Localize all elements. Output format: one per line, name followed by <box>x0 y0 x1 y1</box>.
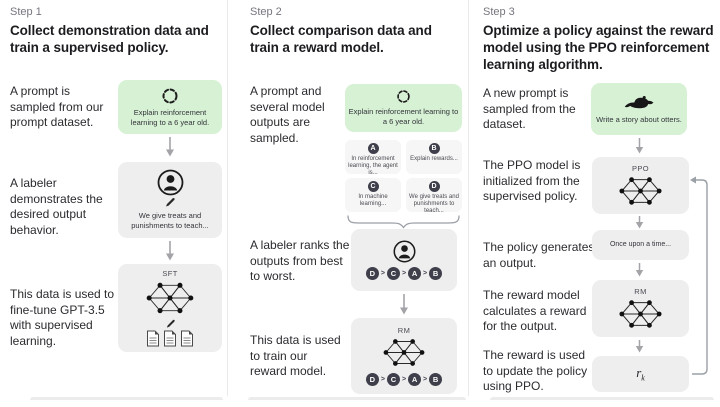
labeler-icon <box>157 169 184 196</box>
neural-network-icon <box>381 336 427 369</box>
step2-title: Collect comparison data and train a rewa… <box>250 23 432 56</box>
step2-ranking-box: D > C > A > B <box>351 229 457 291</box>
pencil-icon <box>164 196 176 208</box>
next-row-card-edge <box>248 397 466 400</box>
down-arrow-icon <box>164 137 176 157</box>
step2-label: Step 2 <box>250 6 282 18</box>
neural-network-icon <box>617 297 664 331</box>
rank-letter: C <box>386 267 400 280</box>
step3-ppo-box: PPO <box>592 157 689 214</box>
feedback-loop-arrow-icon <box>686 168 713 380</box>
step3-label: Step 3 <box>483 6 515 18</box>
step2-rm-box: RM D > <box>351 318 457 394</box>
step3-title: Optimize a policy against the reward mod… <box>483 23 714 73</box>
down-arrow-icon <box>634 216 645 229</box>
rank-letter: D <box>365 267 379 280</box>
rank-letter: B <box>429 267 443 280</box>
step1-caption-finetune: This data is used to fine-tune GPT-3.5 w… <box>10 287 115 348</box>
step1-caption-labeler: A labeler demonstrates the desired outpu… <box>10 176 103 237</box>
rank-separator: > <box>401 376 407 383</box>
output-card-a: A In reinforcement learning, the agent i… <box>345 140 401 176</box>
document-icon <box>146 330 160 347</box>
reward-symbol: rk <box>636 365 645 383</box>
step3-caption-init: The PPO model is initialized from the su… <box>483 158 581 204</box>
sft-label: SFT <box>162 269 178 278</box>
step1-prompt-text: Explain reinforcement learning to a 6 ye… <box>130 107 210 127</box>
step3-rm-box: RM <box>592 280 689 337</box>
step1-title: Collect demonstration data and train a s… <box>10 23 209 56</box>
step3-caption-update: The reward is used to update the policy … <box>483 348 588 394</box>
rank-letter: D <box>365 373 379 386</box>
step1-sft-box: SFT <box>118 264 222 352</box>
step3-caption-reward-calc: The reward model calculates a reward for… <box>483 288 587 334</box>
rank-letter: A <box>408 267 422 280</box>
step2-caption-sampled: A prompt and several model outputs are s… <box>250 84 325 145</box>
neural-network-icon <box>144 279 196 317</box>
neural-network-icon <box>617 174 664 208</box>
output-card-b: B Explain rewards... <box>406 140 462 174</box>
document-icon <box>163 330 177 347</box>
pencil-icon <box>165 318 176 329</box>
rm-label: RM <box>634 286 647 296</box>
sampling-icon <box>161 87 179 105</box>
labeler-icon <box>393 240 416 263</box>
rank-letter: A <box>408 373 422 386</box>
output-letter-badge: C <box>367 181 379 192</box>
output-letter-badge: A <box>367 143 379 154</box>
ranking-row: D > C > A > B <box>365 373 443 386</box>
step3-prompt-text: Write a story about otters. <box>596 115 682 125</box>
output-text: In reinforcement learning, the agent is.… <box>348 156 398 176</box>
rank-separator: > <box>423 376 428 383</box>
otter-icon <box>622 93 656 112</box>
step3-caption-new-prompt: A new prompt is sampled from the dataset… <box>483 86 576 132</box>
column-divider <box>227 0 228 396</box>
rm-label: RM <box>397 326 411 335</box>
step2-prompt-box: Explain reinforcement learning to a 6 ye… <box>345 84 462 132</box>
step1-label: Step 1 <box>10 6 42 18</box>
step1-caption-prompt: A prompt is sampled from our prompt data… <box>10 84 104 130</box>
down-arrow-icon <box>634 340 645 353</box>
rank-separator: > <box>423 270 428 277</box>
step1-prompt-box: Explain reinforcement learning to a 6 ye… <box>118 80 222 134</box>
rank-letter: C <box>386 373 400 386</box>
step2-caption-train: This data is used to train our reward mo… <box>250 333 341 379</box>
document-icon <box>180 330 194 347</box>
column-divider <box>468 0 469 396</box>
output-letter-badge: B <box>428 143 440 154</box>
rank-separator: > <box>380 270 385 277</box>
down-arrow-icon <box>634 138 645 154</box>
down-arrow-icon <box>164 241 176 261</box>
down-arrow-icon <box>398 294 410 315</box>
step3-prompt-box: Write a story about otters. <box>591 83 687 135</box>
step1-labeler-box: We give treats and punishments to teach.… <box>118 162 222 238</box>
documents-row <box>146 330 194 347</box>
step3-output-text: Once upon a time... <box>609 241 672 249</box>
ppo-label: PPO <box>631 163 650 173</box>
rank-letter: B <box>429 373 443 386</box>
step3-caption-generates: The policy generates an output. <box>483 240 595 270</box>
down-arrow-icon <box>634 263 645 277</box>
step3-output-box: Once upon a time... <box>592 230 689 260</box>
step3-reward-box: rk <box>592 356 689 392</box>
rank-separator: > <box>380 376 385 383</box>
output-card-d: D We give treats and punishments to teac… <box>406 178 462 214</box>
step1-labeler-text: We give treats and punishments to teach.… <box>131 211 209 230</box>
step2-caption-ranks: A labeler ranks the outputs from best to… <box>250 238 350 284</box>
output-text: We give treats and punishments to teach.… <box>409 194 459 214</box>
next-row-card-edge <box>30 397 223 400</box>
step2-prompt-text: Explain reinforcement learning to a 6 ye… <box>348 107 459 126</box>
output-letter-badge: D <box>428 181 440 192</box>
output-card-c: C In machine learning... <box>345 178 401 212</box>
curly-brace-icon <box>345 215 462 229</box>
ranking-row: D > C > A > B <box>365 267 443 280</box>
output-text: Explain rewards... <box>410 156 458 162</box>
rank-separator: > <box>401 270 407 277</box>
output-text: In machine learning... <box>358 194 388 207</box>
sampling-icon <box>396 89 411 104</box>
next-row-card-edge <box>490 397 714 400</box>
